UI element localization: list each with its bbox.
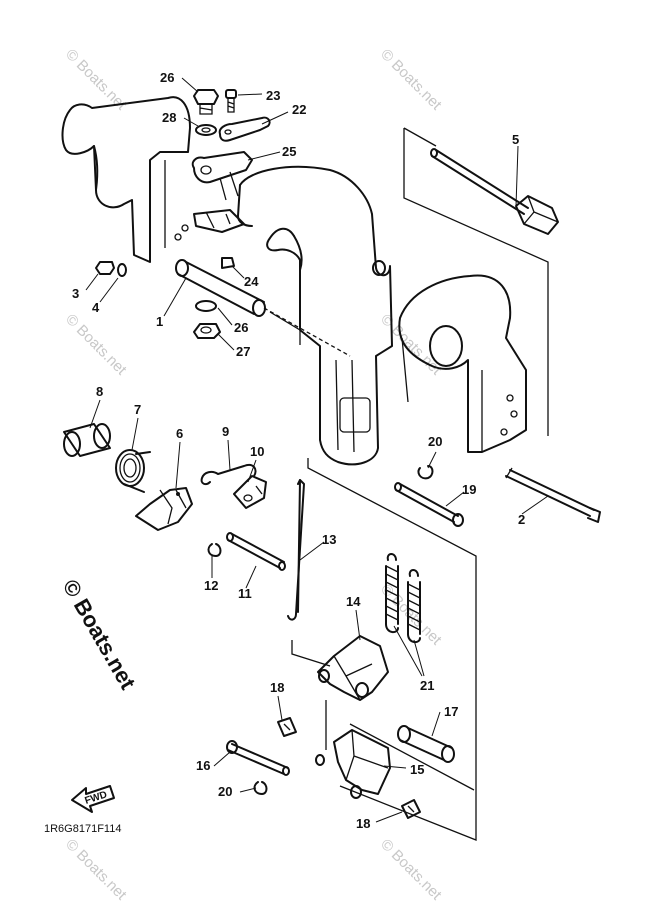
callout-22: 22: [292, 102, 306, 117]
part-20-clip-top: [417, 465, 434, 480]
part-14-bracket: [317, 635, 389, 701]
part-17-tube: [397, 725, 455, 763]
callout-26: 26: [160, 70, 174, 85]
callout-7: 7: [134, 402, 141, 417]
watermark-bottom-left: © Boats.net: [62, 836, 130, 904]
part-18-block-lower: [401, 799, 421, 819]
watermark-large: © Boats.net: [58, 575, 141, 694]
part-11-pin: [226, 532, 286, 571]
callout-10: 10: [250, 444, 264, 459]
left-bracket: [61, 96, 191, 263]
callout-26b: 26: [234, 320, 248, 335]
part-20-clip-lower: [253, 781, 268, 795]
callout-1: 1: [156, 314, 163, 329]
part-5-trim-rod: [430, 148, 559, 235]
part-9-spring-wire: [200, 464, 257, 486]
callout-13: 13: [322, 532, 336, 547]
callout-4: 4: [92, 300, 100, 315]
leader-lines: [85, 77, 549, 823]
callout-12: 12: [204, 578, 218, 593]
callout-8: 8: [96, 384, 103, 399]
callout-5: 5: [512, 132, 519, 147]
callout-6: 6: [176, 426, 183, 441]
callout-23: 23: [266, 88, 280, 103]
assembly-frame: [291, 127, 549, 841]
swivel-bracket: [237, 165, 393, 466]
part-21-springs: [385, 553, 421, 644]
callout-25: 25: [282, 144, 296, 159]
catalog-code: 1R6G8171F114: [44, 823, 121, 835]
watermark-bottom-right: © Boats.net: [377, 836, 445, 904]
callout-15: 15: [410, 762, 424, 777]
part-18-block-upper: [277, 717, 297, 737]
watermark-mid-right: © Boats.net: [377, 311, 445, 379]
right-bracket: [398, 274, 527, 453]
callout-18b: 18: [356, 816, 370, 831]
part-12-clip: [207, 543, 222, 557]
watermark-top-right: © Boats.net: [377, 46, 445, 114]
callout-3: 3: [72, 286, 79, 301]
callout-20a: 20: [428, 434, 442, 449]
callout-24: 24: [244, 274, 259, 289]
callout-18a: 18: [270, 680, 284, 695]
watermark-mid-left: © Boats.net: [62, 311, 130, 379]
part-6-lever: [135, 487, 193, 531]
part-7-spring: [115, 449, 151, 493]
callout-16: 16: [196, 758, 210, 773]
callout-11: 11: [238, 586, 252, 601]
callout-17: 17: [444, 704, 458, 719]
part-1-tilt-tube: [175, 259, 351, 357]
part-8-sleeve: [63, 423, 111, 457]
callout-19: 19: [462, 482, 476, 497]
part-15-stopper: [333, 729, 391, 799]
callout-21: 21: [420, 678, 434, 693]
callout-28: 28: [162, 110, 176, 125]
callout-20b: 20: [218, 784, 232, 799]
part-10-cam: [233, 475, 267, 509]
part-19-pin: [394, 482, 464, 527]
fwd-arrow-icon: FWD: [71, 785, 115, 813]
top-fasteners: [95, 89, 271, 339]
part-16-pin: [226, 740, 325, 776]
callout-9: 9: [222, 424, 229, 439]
part-13-rod: [287, 479, 305, 621]
callout-2: 2: [518, 512, 525, 527]
callouts: 26 23 28 22 25 5 24 3 4 1 26 27 8 7 6 9 …: [72, 70, 525, 831]
callout-14: 14: [346, 594, 361, 609]
callout-27: 27: [236, 344, 250, 359]
